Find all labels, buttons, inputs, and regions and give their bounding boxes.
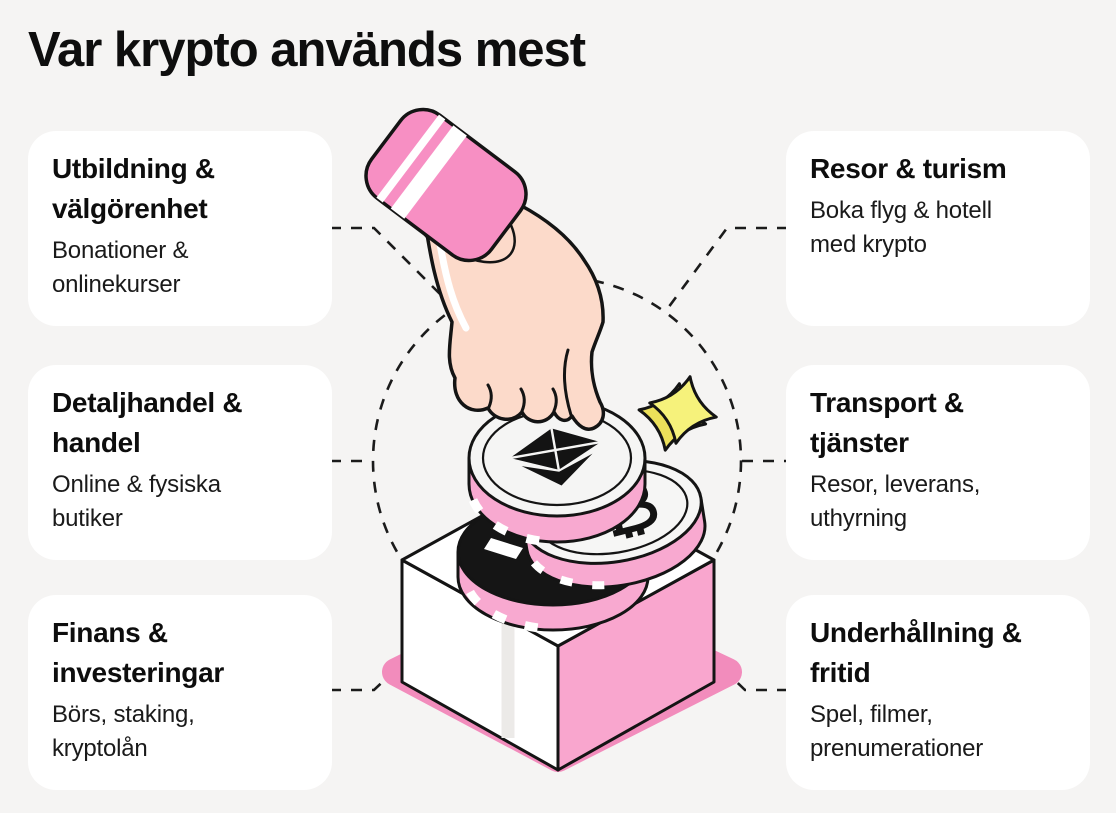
card-resor-turism: Resor & turism Boka flyg & hotell med kr… <box>786 131 1090 326</box>
card-transport-tjanster: Transport & tjänster Resor, leverans, ut… <box>786 365 1090 560</box>
connector-top-right <box>666 226 788 309</box>
connector-top-left <box>330 226 445 299</box>
card-body: Online & fysiska butiker <box>52 471 221 532</box>
card-heading: Finans & investeringar <box>52 617 224 688</box>
card-body: Börs, staking, kryptolån <box>52 701 195 762</box>
dark-coin-glyph <box>484 538 579 582</box>
card-body: Boka flyg & hotell med krypto <box>810 197 992 258</box>
card-finans-investeringar: Finans & investeringar Börs, staking, kr… <box>28 595 332 790</box>
card-utbildning-valgorenhet: Utbildning & välgörenhet Bonationer & on… <box>28 131 332 326</box>
card-heading: Detaljhandel & handel <box>52 387 243 458</box>
hand-highlight <box>436 240 470 332</box>
sparkle-icon <box>637 375 718 452</box>
ethereum-symbol <box>509 428 601 486</box>
pointing-hand <box>364 107 606 431</box>
card-heading: Utbildning & välgörenhet <box>52 153 215 224</box>
card-detaljhandel-handel: Detaljhandel & handel Online & fysiska b… <box>28 365 332 560</box>
card-heading: Underhållning & fritid <box>810 617 1022 688</box>
card-body: Bonationer & onlinekurser <box>52 237 189 298</box>
card-body: Spel, filmer, prenumerationer <box>810 701 984 762</box>
ethereum-coin <box>467 398 647 547</box>
sleeve-cuff <box>364 107 528 263</box>
card-heading: Resor & turism <box>810 153 1007 184</box>
knuckle-creases <box>486 348 573 417</box>
card-heading: Transport & tjänster <box>810 387 964 458</box>
card-body: Resor, leverans, uthyrning <box>810 471 981 532</box>
page-title: Var krypto används mest <box>28 23 586 77</box>
card-underhallning-fritid: Underhållning & fritid Spel, filmer, pre… <box>786 595 1090 790</box>
